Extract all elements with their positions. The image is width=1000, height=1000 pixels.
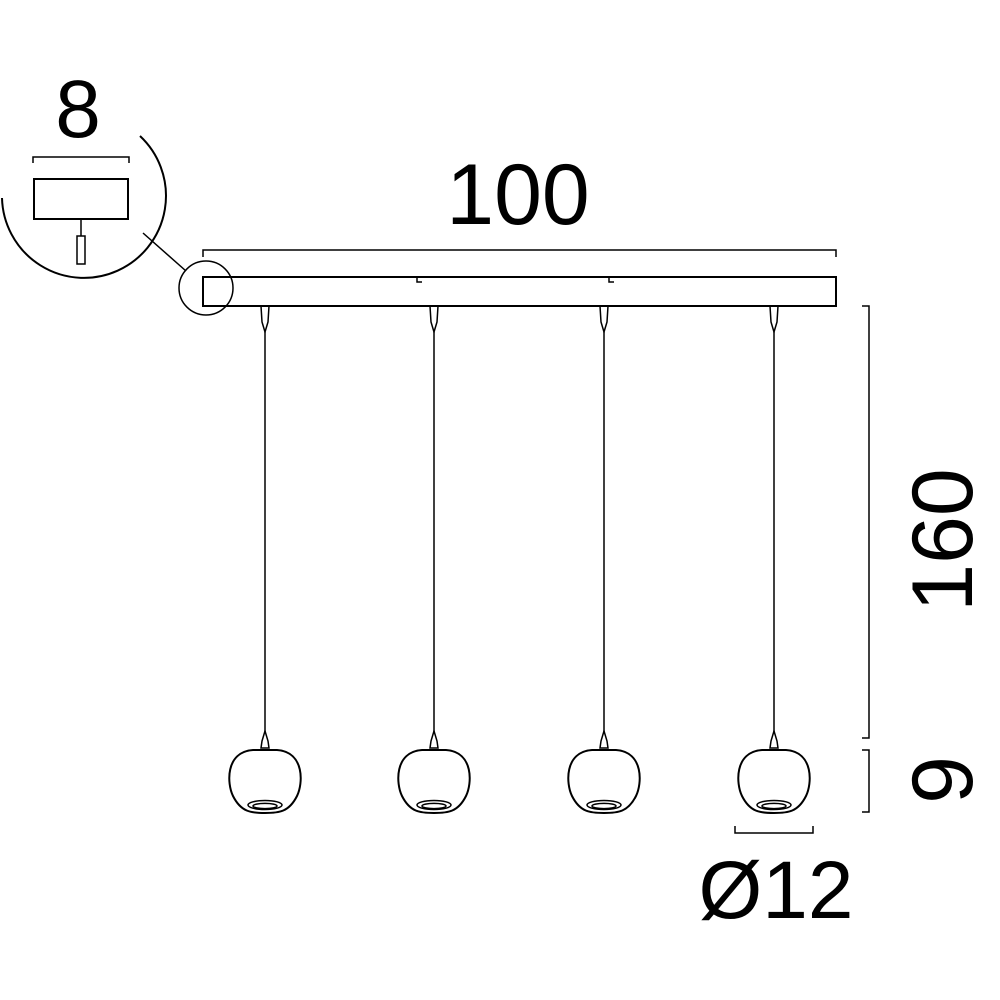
shade-body (397, 749, 471, 815)
canopy-bracket-1 (416, 277, 422, 283)
detail-marker-circle (178, 260, 234, 316)
lower-connector (260, 728, 270, 749)
drop-dimension-line (862, 305, 870, 739)
drop-height-label: 160 (895, 468, 991, 612)
shade-body (567, 749, 641, 815)
canopy-bracket-2 (608, 277, 614, 283)
aperture-ring-outer (756, 799, 792, 811)
detail-canopy (33, 178, 129, 220)
shade-height-line (862, 749, 870, 813)
shade-diameter-label: Ø12 (699, 845, 854, 936)
diameter-dimension: Ø12 (699, 826, 854, 936)
pendants (228, 305, 811, 815)
lower-connector (429, 728, 439, 749)
aperture-ring-inner (761, 802, 787, 810)
length-dimension-line (202, 249, 837, 257)
shade-height-label: 9 (895, 756, 991, 804)
shade-body (737, 749, 811, 815)
shade-body (228, 749, 302, 815)
aperture-ring-outer (247, 799, 283, 811)
lower-connector (599, 728, 609, 749)
aperture-ring-inner (421, 802, 447, 810)
canopy-height-label: 8 (55, 64, 101, 155)
length-dimension: 100 (202, 147, 837, 257)
aperture-ring-inner (252, 802, 278, 810)
canopy-bar (202, 276, 837, 307)
detail-dimension-line (32, 156, 130, 163)
upper-connector (260, 305, 270, 335)
height-dimensions: 160 9 (862, 305, 991, 813)
pendant-3 (567, 305, 641, 815)
pendant-2 (397, 305, 471, 815)
canopy (202, 276, 837, 307)
pendant-4 (737, 305, 811, 815)
detail-callout: 8 (1, 64, 234, 316)
upper-connector (769, 305, 779, 335)
upper-connector (599, 305, 609, 335)
diameter-dimension-line (734, 826, 814, 834)
aperture-ring-outer (586, 799, 622, 811)
upper-connector (429, 305, 439, 335)
detail-cable (76, 235, 86, 265)
detail-leader-line (142, 232, 187, 272)
pendant-1 (228, 305, 302, 815)
aperture-ring-inner (591, 802, 617, 810)
detail-circle-arc (1, 135, 167, 279)
canopy-length-label: 100 (446, 147, 590, 243)
lower-connector (769, 728, 779, 749)
aperture-ring-outer (416, 799, 452, 811)
